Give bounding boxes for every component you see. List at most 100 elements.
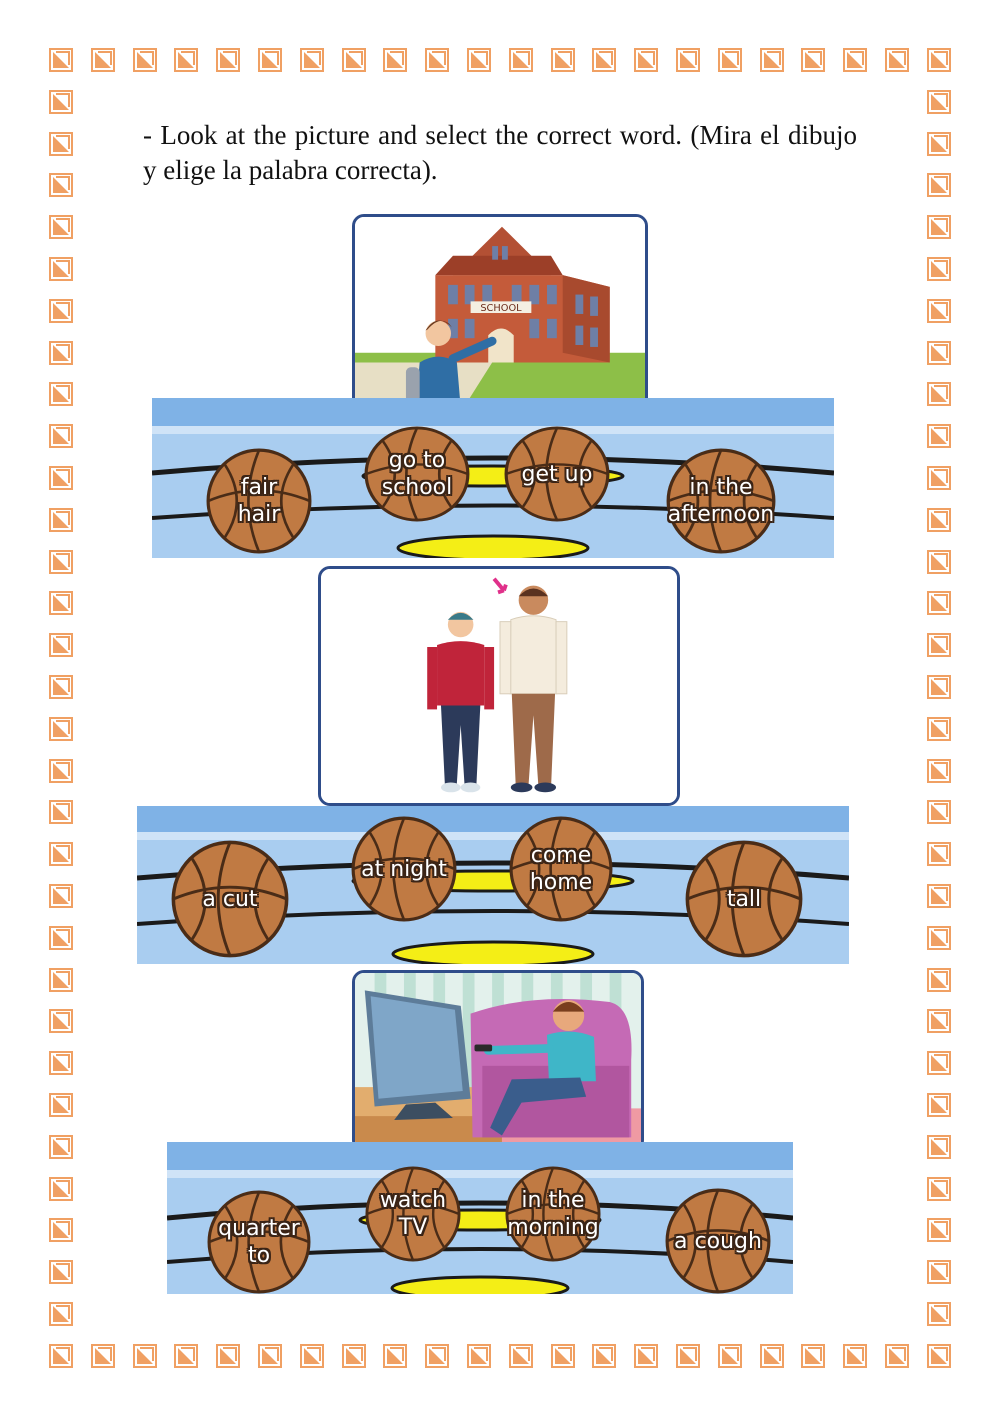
- orange-triangle-frame-icon: [927, 48, 951, 72]
- orange-triangle-frame-icon: [927, 257, 951, 281]
- orange-triangle-frame-icon: [927, 550, 951, 574]
- answer-ball-in-the-morning[interactable]: in the morning: [505, 1166, 601, 1262]
- answer-label: a cut: [202, 886, 258, 912]
- instructions-text: - Look at the picture and select the cor…: [143, 120, 857, 185]
- orange-triangle-frame-icon: [133, 48, 157, 72]
- orange-triangle-frame-icon: [927, 173, 951, 197]
- orange-triangle-frame-icon: [174, 1344, 198, 1368]
- answer-label: watch TV: [379, 1188, 447, 1240]
- orange-triangle-frame-icon: [634, 1344, 658, 1368]
- orange-triangle-frame-icon: [592, 1344, 616, 1368]
- orange-triangle-frame-icon: [927, 926, 951, 950]
- orange-triangle-frame-icon: [927, 800, 951, 824]
- orange-triangle-frame-icon: [49, 466, 73, 490]
- orange-triangle-frame-icon: [927, 1093, 951, 1117]
- orange-triangle-frame-icon: [927, 717, 951, 741]
- orange-triangle-frame-icon: [509, 48, 533, 72]
- answer-ball-get-up[interactable]: get up: [504, 426, 610, 522]
- orange-triangle-frame-icon: [133, 1344, 157, 1368]
- orange-triangle-frame-icon: [927, 759, 951, 783]
- answer-label: tall: [726, 886, 762, 912]
- orange-triangle-frame-icon: [927, 884, 951, 908]
- orange-triangle-frame-icon: [927, 508, 951, 532]
- orange-triangle-frame-icon: [927, 215, 951, 239]
- orange-triangle-frame-icon: [843, 48, 867, 72]
- orange-triangle-frame-icon: [91, 48, 115, 72]
- orange-triangle-frame-icon: [300, 48, 324, 72]
- school-sign: SCHOOL: [480, 303, 522, 314]
- orange-triangle-frame-icon: [49, 1260, 73, 1284]
- orange-triangle-frame-icon: [49, 675, 73, 699]
- answer-ball-quarter-to[interactable]: quarter to: [207, 1190, 311, 1294]
- answer-ball-come-home[interactable]: come home: [509, 816, 613, 922]
- orange-triangle-frame-icon: [49, 508, 73, 532]
- orange-triangle-frame-icon: [49, 633, 73, 657]
- orange-triangle-frame-icon: [49, 968, 73, 992]
- orange-triangle-frame-icon: [258, 48, 282, 72]
- orange-triangle-frame-icon: [551, 48, 575, 72]
- orange-triangle-frame-icon: [49, 591, 73, 615]
- orange-triangle-frame-icon: [49, 173, 73, 197]
- orange-triangle-frame-icon: [927, 842, 951, 866]
- orange-triangle-frame-icon: [927, 1260, 951, 1284]
- orange-triangle-frame-icon: [425, 48, 449, 72]
- orange-triangle-frame-icon: [760, 1344, 784, 1368]
- answer-ball-tall[interactable]: tall: [685, 840, 803, 958]
- orange-triangle-frame-icon: [927, 633, 951, 657]
- orange-triangle-frame-icon: [927, 90, 951, 114]
- orange-triangle-frame-icon: [676, 48, 700, 72]
- orange-triangle-frame-icon: [927, 424, 951, 448]
- orange-triangle-frame-icon: [49, 382, 73, 406]
- question-2-picture: [318, 566, 680, 806]
- orange-triangle-frame-icon: [49, 800, 73, 824]
- orange-triangle-frame-icon: [216, 48, 240, 72]
- orange-triangle-frame-icon: [49, 215, 73, 239]
- orange-triangle-frame-icon: [49, 257, 73, 281]
- orange-triangle-frame-icon: [49, 1344, 73, 1368]
- orange-triangle-frame-icon: [49, 717, 73, 741]
- orange-triangle-frame-icon: [49, 1093, 73, 1117]
- orange-triangle-frame-icon: [801, 48, 825, 72]
- answer-ball-a-cut[interactable]: a cut: [171, 840, 289, 958]
- answer-ball-a-cough[interactable]: a cough: [665, 1188, 771, 1294]
- question-1-answer-court: fair hair go to school get up in the aft…: [152, 398, 834, 558]
- orange-triangle-frame-icon: [49, 341, 73, 365]
- question-1-picture: SCHOOL: [352, 214, 648, 412]
- answer-ball-fair-hair[interactable]: fair hair: [206, 448, 312, 554]
- orange-triangle-frame-icon: [718, 48, 742, 72]
- answer-label: in the morning: [507, 1188, 599, 1240]
- orange-triangle-frame-icon: [49, 48, 73, 72]
- orange-triangle-frame-icon: [927, 1135, 951, 1159]
- orange-triangle-frame-icon: [927, 1009, 951, 1033]
- orange-triangle-frame-icon: [49, 1135, 73, 1159]
- orange-triangle-frame-icon: [49, 759, 73, 783]
- orange-triangle-frame-icon: [927, 591, 951, 615]
- orange-triangle-frame-icon: [927, 341, 951, 365]
- orange-triangle-frame-icon: [258, 1344, 282, 1368]
- answer-ball-at-night[interactable]: at night: [351, 816, 457, 922]
- orange-triangle-frame-icon: [676, 1344, 700, 1368]
- answer-ball-in-the-afternoon[interactable]: in the afternoon: [666, 448, 776, 554]
- orange-triangle-frame-icon: [49, 132, 73, 156]
- orange-triangle-frame-icon: [174, 48, 198, 72]
- orange-triangle-frame-icon: [927, 299, 951, 323]
- orange-triangle-frame-icon: [216, 1344, 240, 1368]
- answer-label: a cough: [674, 1228, 762, 1254]
- orange-triangle-frame-icon: [49, 884, 73, 908]
- orange-triangle-frame-icon: [49, 1218, 73, 1242]
- orange-triangle-frame-icon: [425, 1344, 449, 1368]
- answer-ball-watch-tv[interactable]: watch TV: [365, 1166, 461, 1262]
- orange-triangle-frame-icon: [551, 1344, 575, 1368]
- answer-label: at night: [361, 856, 447, 882]
- orange-triangle-frame-icon: [49, 424, 73, 448]
- orange-triangle-frame-icon: [383, 1344, 407, 1368]
- orange-triangle-frame-icon: [342, 48, 366, 72]
- orange-triangle-frame-icon: [927, 382, 951, 406]
- answer-label: come home: [529, 843, 593, 895]
- orange-triangle-frame-icon: [927, 1302, 951, 1326]
- orange-triangle-frame-icon: [467, 1344, 491, 1368]
- orange-triangle-frame-icon: [49, 90, 73, 114]
- answer-ball-go-to-school[interactable]: go to school: [364, 426, 470, 522]
- orange-triangle-frame-icon: [342, 1344, 366, 1368]
- orange-triangle-frame-icon: [801, 1344, 825, 1368]
